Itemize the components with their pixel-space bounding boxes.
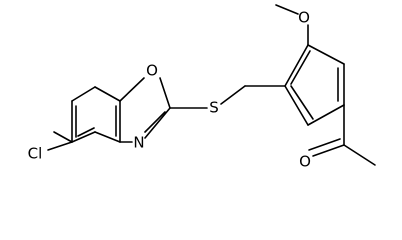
bond	[284, 85, 309, 126]
bond	[119, 77, 145, 102]
carbonyl-oxygen-atom-label: O	[299, 153, 311, 171]
bond	[290, 85, 314, 120]
oxazole-oxygen-atom-label: O	[146, 62, 158, 80]
molecule-diagram: Cl N O S O O	[28, 4, 376, 171]
bond	[312, 144, 345, 157]
bond	[144, 107, 171, 139]
bond	[144, 111, 166, 133]
nitrogen-atom-label: N	[133, 134, 144, 152]
bond	[47, 141, 73, 151]
methoxy-oxygen-atom-label: O	[298, 9, 310, 27]
bond	[284, 44, 309, 87]
bond	[53, 131, 73, 143]
chlorine-atom-label: Cl	[28, 145, 43, 163]
bonds	[47, 4, 376, 166]
bond	[71, 131, 96, 143]
bond	[94, 131, 121, 143]
bond	[343, 144, 376, 166]
bond	[94, 86, 121, 102]
bond	[308, 138, 341, 151]
bond	[307, 44, 345, 65]
sulfur-atom-label: S	[209, 99, 219, 117]
bond	[307, 104, 345, 126]
bond	[290, 50, 311, 85]
bond	[77, 127, 95, 137]
bond	[159, 77, 171, 109]
structure-canvas: Cl N O S O O	[28, 4, 376, 171]
bond	[71, 86, 96, 102]
bond	[220, 85, 246, 105]
bond	[275, 4, 299, 15]
